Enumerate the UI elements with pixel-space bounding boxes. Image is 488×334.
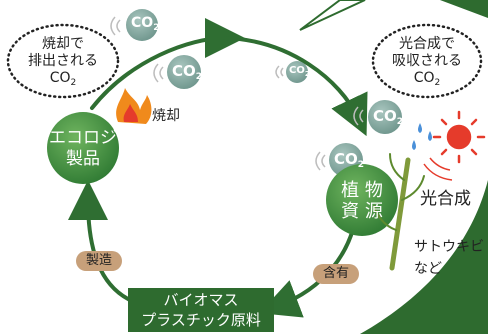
- flame-icon: [116, 88, 152, 124]
- co2-badge-2: [167, 55, 201, 89]
- co2-label-5: CO2: [334, 150, 365, 170]
- contain-pill: 含有: [313, 264, 359, 284]
- co2-label-2: CO2: [172, 62, 203, 82]
- left-bubble-text: 焼却で 排出される CO2: [28, 36, 98, 88]
- background-leaf-top-right: [405, 0, 488, 18]
- manufacture-pill: 製造: [76, 251, 122, 271]
- sugarcane-icon: [373, 153, 425, 271]
- background-leaf-top: [299, 0, 366, 31]
- biomass-banner: バイオマス プラスチック原料: [128, 288, 274, 332]
- burn-label: 焼却: [152, 108, 180, 124]
- co2-label-4: CO2: [373, 107, 404, 127]
- plant-resource-label: 植 物 資 源: [341, 180, 383, 222]
- emission-wave-marks: [110, 16, 364, 171]
- left-thought-bubble: [6, 23, 120, 99]
- right-thought-bubble: [371, 23, 483, 99]
- water-drop-icon: [412, 123, 432, 150]
- sugarcane-label: サトウキビ など: [414, 239, 484, 277]
- co2-label-3: CO2: [289, 65, 310, 78]
- co2-badge-1: [126, 9, 158, 41]
- sun-ray-arcs: [423, 157, 453, 181]
- sun-icon: [432, 110, 486, 164]
- eco-product-label: エコロジ 製品: [49, 128, 117, 169]
- right-bubble-text: 光合成で 吸収される CO2: [392, 36, 462, 88]
- photosynthesis-label: 光合成: [420, 189, 471, 209]
- co2-label-1: CO2: [131, 15, 160, 33]
- eco-product-node: [47, 112, 119, 184]
- background-green-shape: [360, 180, 488, 334]
- co2-badge-4: [368, 100, 402, 134]
- co2-badge-3: [286, 61, 308, 83]
